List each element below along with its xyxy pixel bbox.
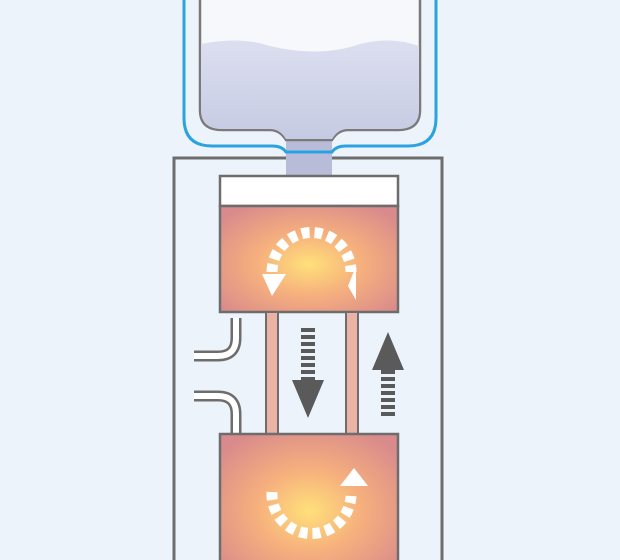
upper-chamber-lid — [218, 174, 400, 208]
lower-tap — [194, 390, 242, 434]
upper-chamber — [218, 174, 400, 314]
lower-chamber — [218, 432, 400, 560]
left-pipe — [265, 311, 279, 437]
clockwise-dashed-arrow-icon — [262, 227, 357, 300]
upper-chamber-body — [218, 204, 400, 314]
bottle-water — [201, 40, 419, 139]
dashed-up-arrow-icon — [372, 332, 404, 418]
bottle-neck — [286, 136, 332, 176]
water-bottle-icon — [182, 0, 438, 154]
upper-tap — [194, 318, 242, 362]
right-pipe — [345, 311, 359, 437]
counterclockwise-dashed-arrow-icon — [266, 468, 368, 539]
lower-chamber-body — [218, 432, 400, 560]
connecting-pipes — [265, 311, 359, 437]
dashed-down-arrow-icon — [292, 328, 324, 418]
bottle-outer-outline — [182, 0, 438, 154]
